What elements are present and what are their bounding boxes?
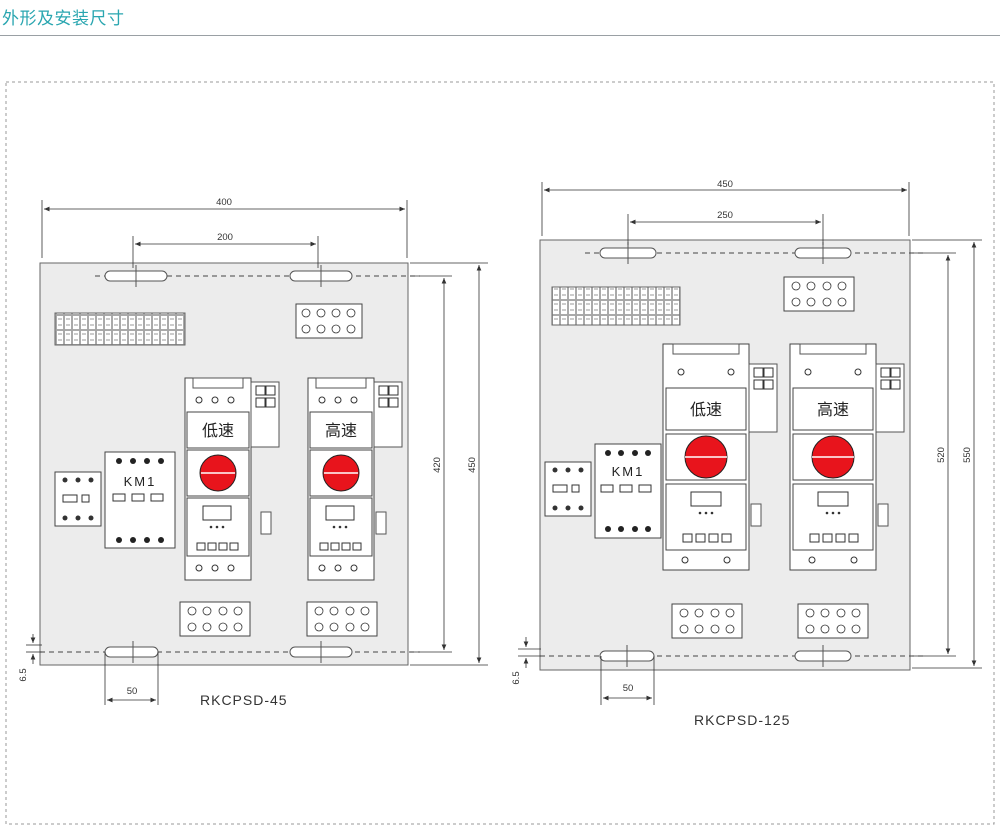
dim-width: 450: [717, 179, 733, 190]
mounting-slot: [104, 646, 159, 658]
relay: [544, 461, 592, 517]
unit-label: 低速: [690, 400, 722, 419]
dim-width: 400: [216, 197, 232, 208]
dim-hole-spacing: 250: [717, 210, 733, 221]
aux-contact-block: [250, 381, 280, 535]
page-title: 外形及安装尺寸: [2, 9, 125, 29]
terminal-block: [671, 603, 743, 639]
panel-rkcpsd-45: KM1 低速: [18, 197, 488, 708]
terminal-block: [797, 603, 869, 639]
title-divider: [0, 35, 1000, 36]
unit-label: 高速: [817, 400, 849, 419]
dim-edge-offset: 6.5: [511, 671, 522, 684]
model-label: RKCPSD-125: [694, 712, 790, 728]
relay: [54, 471, 102, 527]
terminal-block: [295, 303, 363, 339]
starter-unit-low-speed: 低速: [184, 377, 252, 581]
unit-label: 低速: [202, 421, 234, 440]
starter-unit-high-speed: 高速: [307, 377, 375, 581]
dim-height-outer: 450: [467, 457, 478, 473]
dim-hole-slot: 50: [623, 683, 634, 694]
starter-unit-low-speed: 低速: [662, 343, 750, 571]
dim-hole-spacing: 200: [217, 232, 233, 243]
contactor-label: KM1: [612, 464, 645, 479]
aux-contact-block: [875, 363, 905, 527]
terminal-strip: [54, 312, 186, 346]
aux-contact-block: [748, 363, 778, 527]
terminal-block: [306, 601, 378, 637]
terminal-strip: [551, 286, 681, 326]
terminal-block: [783, 276, 855, 312]
panel-rkcpsd-125: KM1 低速: [511, 179, 982, 728]
model-label: RKCPSD-45: [200, 692, 288, 708]
contactor-label: KM1: [124, 474, 157, 489]
terminal-block: [179, 601, 251, 637]
starter-unit-high-speed: 高速: [789, 343, 877, 571]
dim-height-inner: 520: [936, 447, 947, 463]
dim-hole-slot: 50: [127, 686, 138, 697]
dim-edge-offset: 6.5: [18, 668, 29, 681]
dim-height-outer: 550: [962, 447, 973, 463]
unit-label: 高速: [325, 421, 357, 440]
aux-contact-block: [373, 381, 403, 535]
outer-frame: [5, 81, 995, 825]
contactor-km1: KM1: [594, 443, 662, 539]
contactor-km1: KM1: [104, 451, 176, 549]
dim-height-inner: 420: [432, 457, 443, 473]
